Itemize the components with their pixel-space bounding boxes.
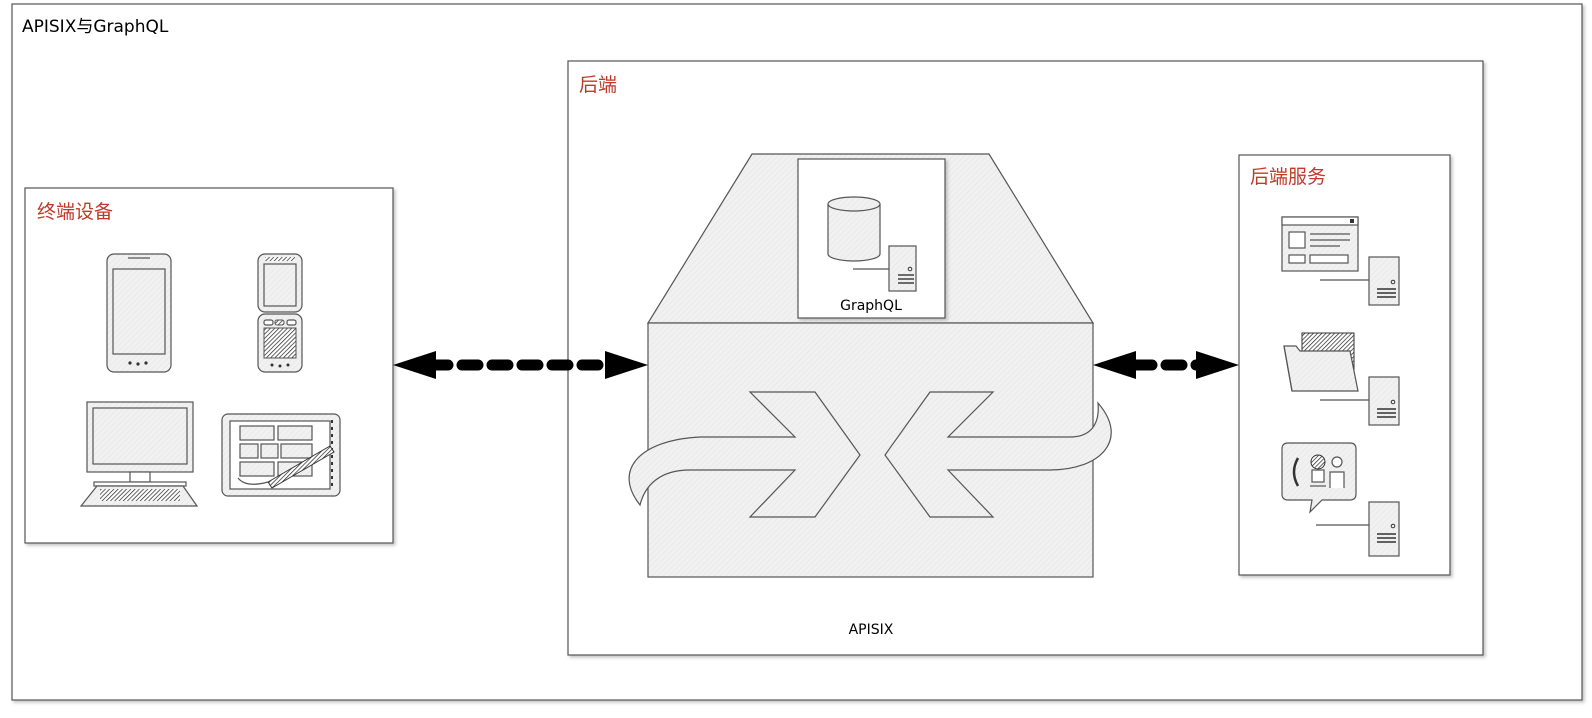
- flip-phone-icon: [257, 253, 303, 373]
- backend-group: 后端: [567, 60, 1484, 656]
- server-icon: [888, 245, 917, 292]
- backend-services-label: 后端服务: [1250, 166, 1326, 188]
- apisix-gateway-shape: GraphQL: [628, 153, 1112, 578]
- backend-services-group: 后端服务: [1238, 154, 1451, 576]
- tablet-stylus-icon: [221, 413, 341, 497]
- terminal-devices-label: 终端设备: [37, 201, 113, 223]
- diagram-title: APISIX与GraphQL: [22, 17, 169, 37]
- terminal-devices-group: 终端设备: [24, 187, 394, 544]
- devices-gateway-connector: [393, 351, 648, 379]
- graphql-label: GraphQL: [840, 298, 902, 314]
- smartphone-icon: [106, 253, 172, 373]
- desktop-computer-icon: [79, 401, 199, 507]
- backend-label: 后端: [579, 74, 617, 96]
- contact-support-server-icon: [1281, 442, 1400, 557]
- graphql-box: GraphQL: [797, 158, 946, 319]
- database-icon: [827, 196, 881, 262]
- apisix-label: APISIX: [849, 622, 894, 638]
- web-form-server-icon: [1281, 216, 1400, 306]
- folder-server-icon: [1283, 332, 1400, 426]
- gateway-services-connector: [1093, 351, 1239, 379]
- converging-arrows-icon: [628, 391, 1112, 518]
